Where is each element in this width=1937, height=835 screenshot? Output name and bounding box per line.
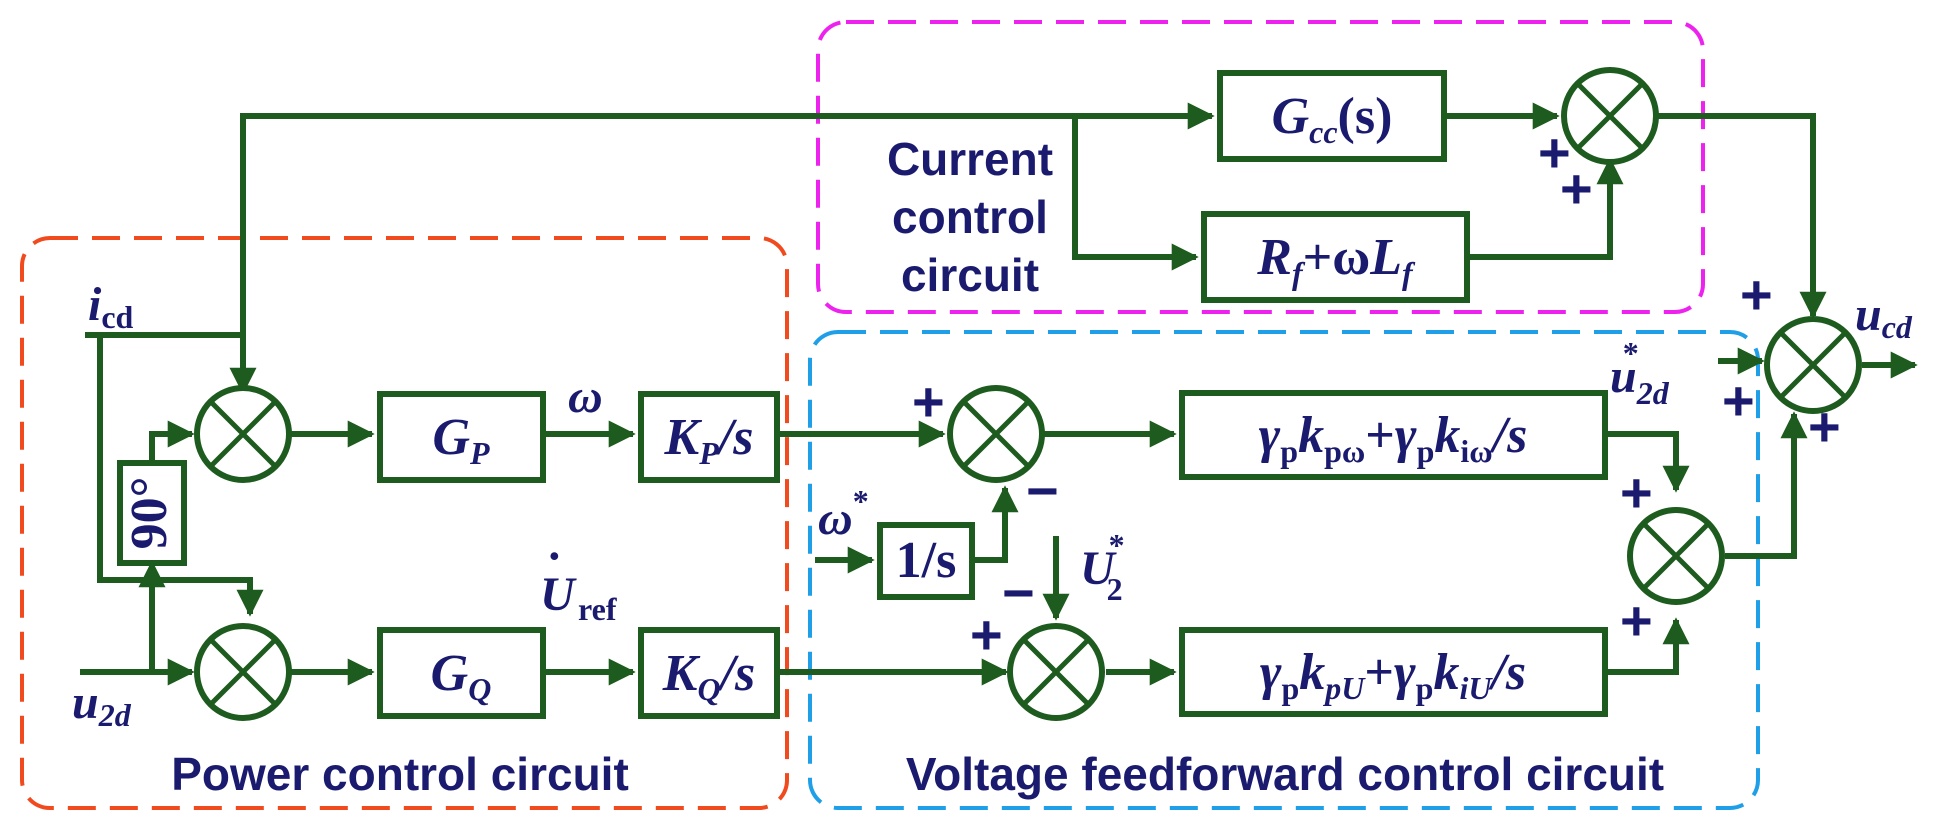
sign-plus-voltage: + — [970, 603, 1003, 666]
sign-plus-ff-bottom: + — [1620, 589, 1653, 652]
sign-plus-current-bottom: + — [1560, 157, 1593, 220]
wire-sum6-to-sum7 — [1654, 113, 1827, 319]
svg-text:U: U — [540, 568, 577, 621]
wire-phase-to-sum1 — [149, 420, 195, 463]
current-control-region — [816, 20, 1705, 314]
svg-text:ref: ref — [578, 591, 617, 627]
svg-text:90°: 90° — [121, 477, 178, 550]
wire-integ-to-sum3 — [972, 485, 1019, 563]
svg-text:·: · — [548, 530, 560, 583]
voltage-region-label: Voltage feedforward control circuit — [906, 748, 1664, 800]
wire-sum5-to-sum7 — [1725, 411, 1808, 559]
rf-block: Rf+ωLf — [1201, 211, 1470, 303]
sum-junction-output — [1764, 316, 1862, 414]
current-region-label-line1: Current — [887, 133, 1053, 185]
svg-text:γpkpU+γpkiU/s: γpkpU+γpkiU/s — [1260, 644, 1526, 706]
label-omega-star: ω* — [818, 483, 869, 545]
sum-junction-omega — [947, 385, 1045, 483]
integrator-block: 1/s — [877, 522, 975, 600]
wire-to-rf — [1072, 116, 1199, 271]
sum-junction-power-q — [194, 623, 292, 721]
phase-shift-block: 90° — [117, 460, 187, 566]
gcc-block: Gcc(s) — [1217, 70, 1447, 162]
voltage-feedforward-region — [808, 330, 1760, 810]
sign-plus-omega-top: + — [912, 370, 945, 433]
sum-junction-power-p — [194, 385, 292, 483]
label-icd: icd — [88, 278, 134, 335]
gp-block: GP — [377, 391, 546, 483]
gq-block: GQ — [377, 627, 546, 719]
kq-block: KQ/s — [638, 627, 780, 719]
svg-text:γpkpω+γpkiω/s: γpkpω+γpkiω/s — [1259, 407, 1528, 469]
current-region-label-line2: control — [892, 191, 1048, 243]
label-ucd: ucd — [1855, 288, 1913, 345]
pi-omega-block: γpkpω+γpkiω/s — [1179, 390, 1608, 480]
current-region-label-line3: circuit — [901, 249, 1039, 301]
pi-voltage-block: γpkpU+γpkiU/s — [1179, 627, 1608, 717]
svg-text:GP: GP — [432, 409, 490, 471]
sign-plus-output-top: + — [1740, 263, 1773, 326]
svg-text:KP/s: KP/s — [664, 409, 754, 471]
power-region-label: Power control circuit — [171, 748, 629, 800]
wire-to-gcc — [240, 102, 1215, 335]
sign-plus-current-top: + — [1538, 121, 1571, 184]
wire-icd-input — [85, 332, 246, 396]
label-u2d-star: u2d* — [1610, 335, 1670, 411]
sum-junction-feedforward — [1627, 507, 1725, 605]
sign-plus-ff-top: + — [1620, 461, 1653, 524]
wire-piw-to-sum5 — [1605, 431, 1690, 493]
label-uref: U · ref — [540, 530, 617, 627]
svg-text:1/s: 1/s — [896, 532, 957, 589]
wire-piu-to-sum5 — [1605, 617, 1690, 675]
label-u2-star: U*2 — [1080, 527, 1125, 607]
sign-plus-output-bottom: + — [1808, 395, 1841, 458]
label-u2d: u2d — [72, 676, 132, 733]
sum-junction-current — [1561, 67, 1659, 165]
sign-plus-output-left: + — [1722, 369, 1755, 432]
label-omega: ω — [568, 370, 603, 423]
svg-text:Rf+ωLf: Rf+ωLf — [1256, 229, 1416, 291]
sign-minus-voltage: − — [1002, 561, 1035, 624]
svg-text:KQ/s: KQ/s — [662, 645, 755, 707]
wire-rf-to-sum6 — [1467, 157, 1624, 260]
sum-junction-voltage — [1007, 623, 1105, 721]
sign-minus-omega: − — [1026, 459, 1059, 522]
power-control-region — [20, 236, 789, 810]
kp-block: KP/s — [638, 391, 780, 483]
svg-text:Gcc(s): Gcc(s) — [1272, 88, 1393, 150]
svg-text:GQ: GQ — [431, 645, 492, 707]
